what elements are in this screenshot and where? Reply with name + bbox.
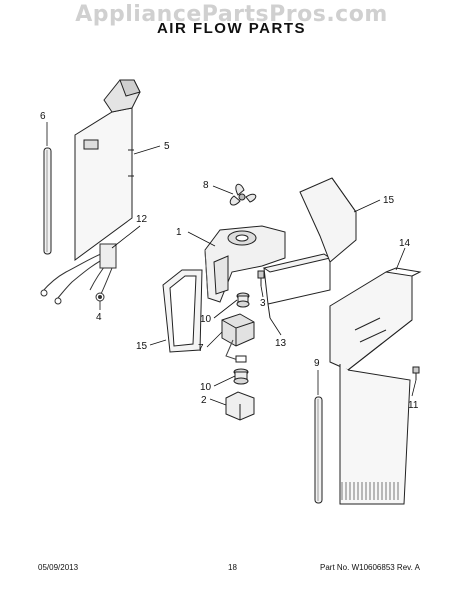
callout-7: 7 [198,343,204,354]
callout-5: 5 [164,141,170,152]
callout-12: 12 [136,214,148,225]
part-10-grommet-lower [233,368,249,385]
part-10-grommet-upper [236,292,250,308]
part-14-evaporator-cover [329,267,422,505]
part-12-wire-harness [40,243,117,305]
callout-8: 8 [203,180,209,191]
part-15-left-seal [162,269,203,353]
callout-13: 13 [275,338,287,349]
footer-part-number: Part No. W10606853 Rev. A [320,563,420,572]
callout-1: 1 [176,227,182,238]
callout-15-left: 15 [136,341,148,352]
page-title: AIR FLOW PARTS [156,20,307,37]
callout-3: 3 [260,298,266,309]
callout-15-right: 15 [383,195,395,206]
footer-date: 05/09/2013 [38,563,79,572]
part-1-fan-housing [204,225,286,303]
footer-page-number: 18 [228,563,237,572]
part-11-screw [412,366,420,380]
callout-9: 9 [314,358,320,369]
callout-11: 11 [408,400,419,411]
part-15-right-seal [299,177,357,263]
part-9-gasket [314,396,323,504]
callout-2: 2 [201,395,207,406]
part-5-duct-cover [74,79,141,261]
part-2-motor-bracket [225,391,255,421]
part-7-fan-motor [221,313,255,363]
watermark: AppliancePartsPros.com [75,2,388,27]
callout-14: 14 [399,238,411,249]
part-8-fan-blade [229,183,257,206]
part-13-wire-support [262,253,332,319]
callout-4: 4 [96,312,102,323]
callout-6: 6 [40,111,46,122]
leader-lines [46,122,417,406]
callout-10-upper: 10 [200,314,212,325]
part-6-gasket [43,147,52,255]
part-3-screw [257,270,265,286]
callout-10-lower: 10 [200,382,212,393]
